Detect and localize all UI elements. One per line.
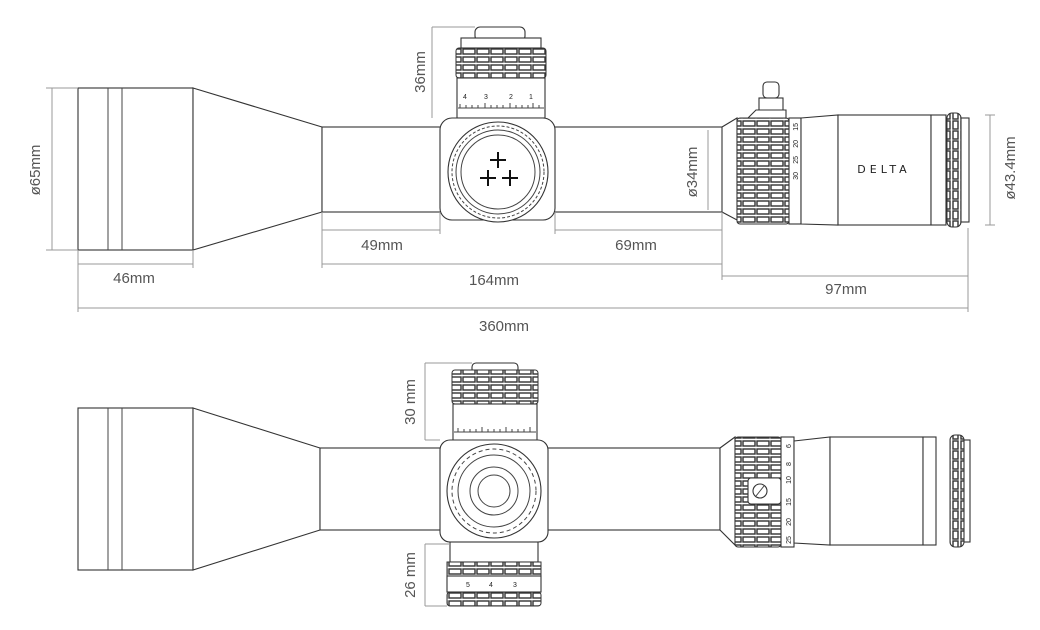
svg-text:20: 20 (786, 518, 793, 526)
eyepiece-length-label: 97mm (825, 281, 867, 298)
svg-text:4: 4 (463, 94, 467, 101)
objective-bell (77, 87, 194, 251)
side-dimensions: 30 mm 26 mm (402, 362, 472, 607)
tube-diameter-label: ø34mm (684, 147, 701, 198)
objective-taper (192, 87, 323, 251)
brand-logo: DELTA (857, 163, 910, 176)
svg-text:3: 3 (513, 582, 517, 589)
total-length-label: 360mm (479, 318, 529, 335)
svg-text:15: 15 (786, 498, 793, 506)
tube-length-label: 164mm (469, 272, 519, 289)
top-turret (451, 362, 539, 443)
svg-text:10: 10 (786, 476, 793, 484)
svg-text:3: 3 (484, 94, 488, 101)
windage-turret-face (447, 121, 549, 223)
svg-text:1: 1 (529, 94, 533, 101)
bottom-turret: 5 4 3 (446, 541, 542, 607)
side-eyepiece: 6 8 10 15 20 25 (719, 434, 971, 548)
svg-text:20: 20 (793, 140, 800, 148)
zoom-ring (736, 117, 790, 225)
side-turret-face (446, 443, 542, 539)
objective-diameter-label: ø65mm (27, 145, 44, 196)
objective-bell (77, 407, 194, 571)
rear-tube-label: 69mm (615, 237, 657, 254)
turret-height-label: 36mm (412, 51, 429, 93)
svg-text:6: 6 (786, 444, 793, 448)
front-tube (321, 126, 443, 213)
side-view-scope: 5 4 3 6 8 10 15 20 25 (77, 362, 971, 607)
top-dimensions: ø65mm 36mm ø34mm ø43.4mm 49mm 69mm 46mm … (27, 26, 1019, 335)
top-view-scope: 4 3 2 1 15 20 25 30 (77, 26, 970, 251)
top-eyepiece: 15 20 25 30 DELTA (721, 81, 970, 228)
top-turret-height-label: 30 mm (402, 379, 419, 425)
svg-text:25: 25 (793, 156, 800, 164)
svg-text:2: 2 (509, 94, 513, 101)
reticle-icon (480, 152, 518, 186)
objective-length-label: 46mm (113, 270, 155, 287)
svg-text:8: 8 (786, 462, 793, 466)
svg-text:15: 15 (793, 123, 800, 131)
eyepiece-diameter-label: ø43.4mm (1002, 136, 1019, 199)
svg-text:25: 25 (786, 536, 793, 544)
elevation-turret: 4 3 2 1 (455, 26, 547, 119)
svg-text:5: 5 (466, 582, 470, 589)
front-tube-label: 49mm (361, 237, 403, 254)
turret-scale: 4 3 2 1 (458, 94, 544, 109)
svg-text:30: 30 (793, 172, 800, 180)
bottom-turret-height-label: 26 mm (402, 552, 419, 598)
svg-text:4: 4 (489, 582, 493, 589)
